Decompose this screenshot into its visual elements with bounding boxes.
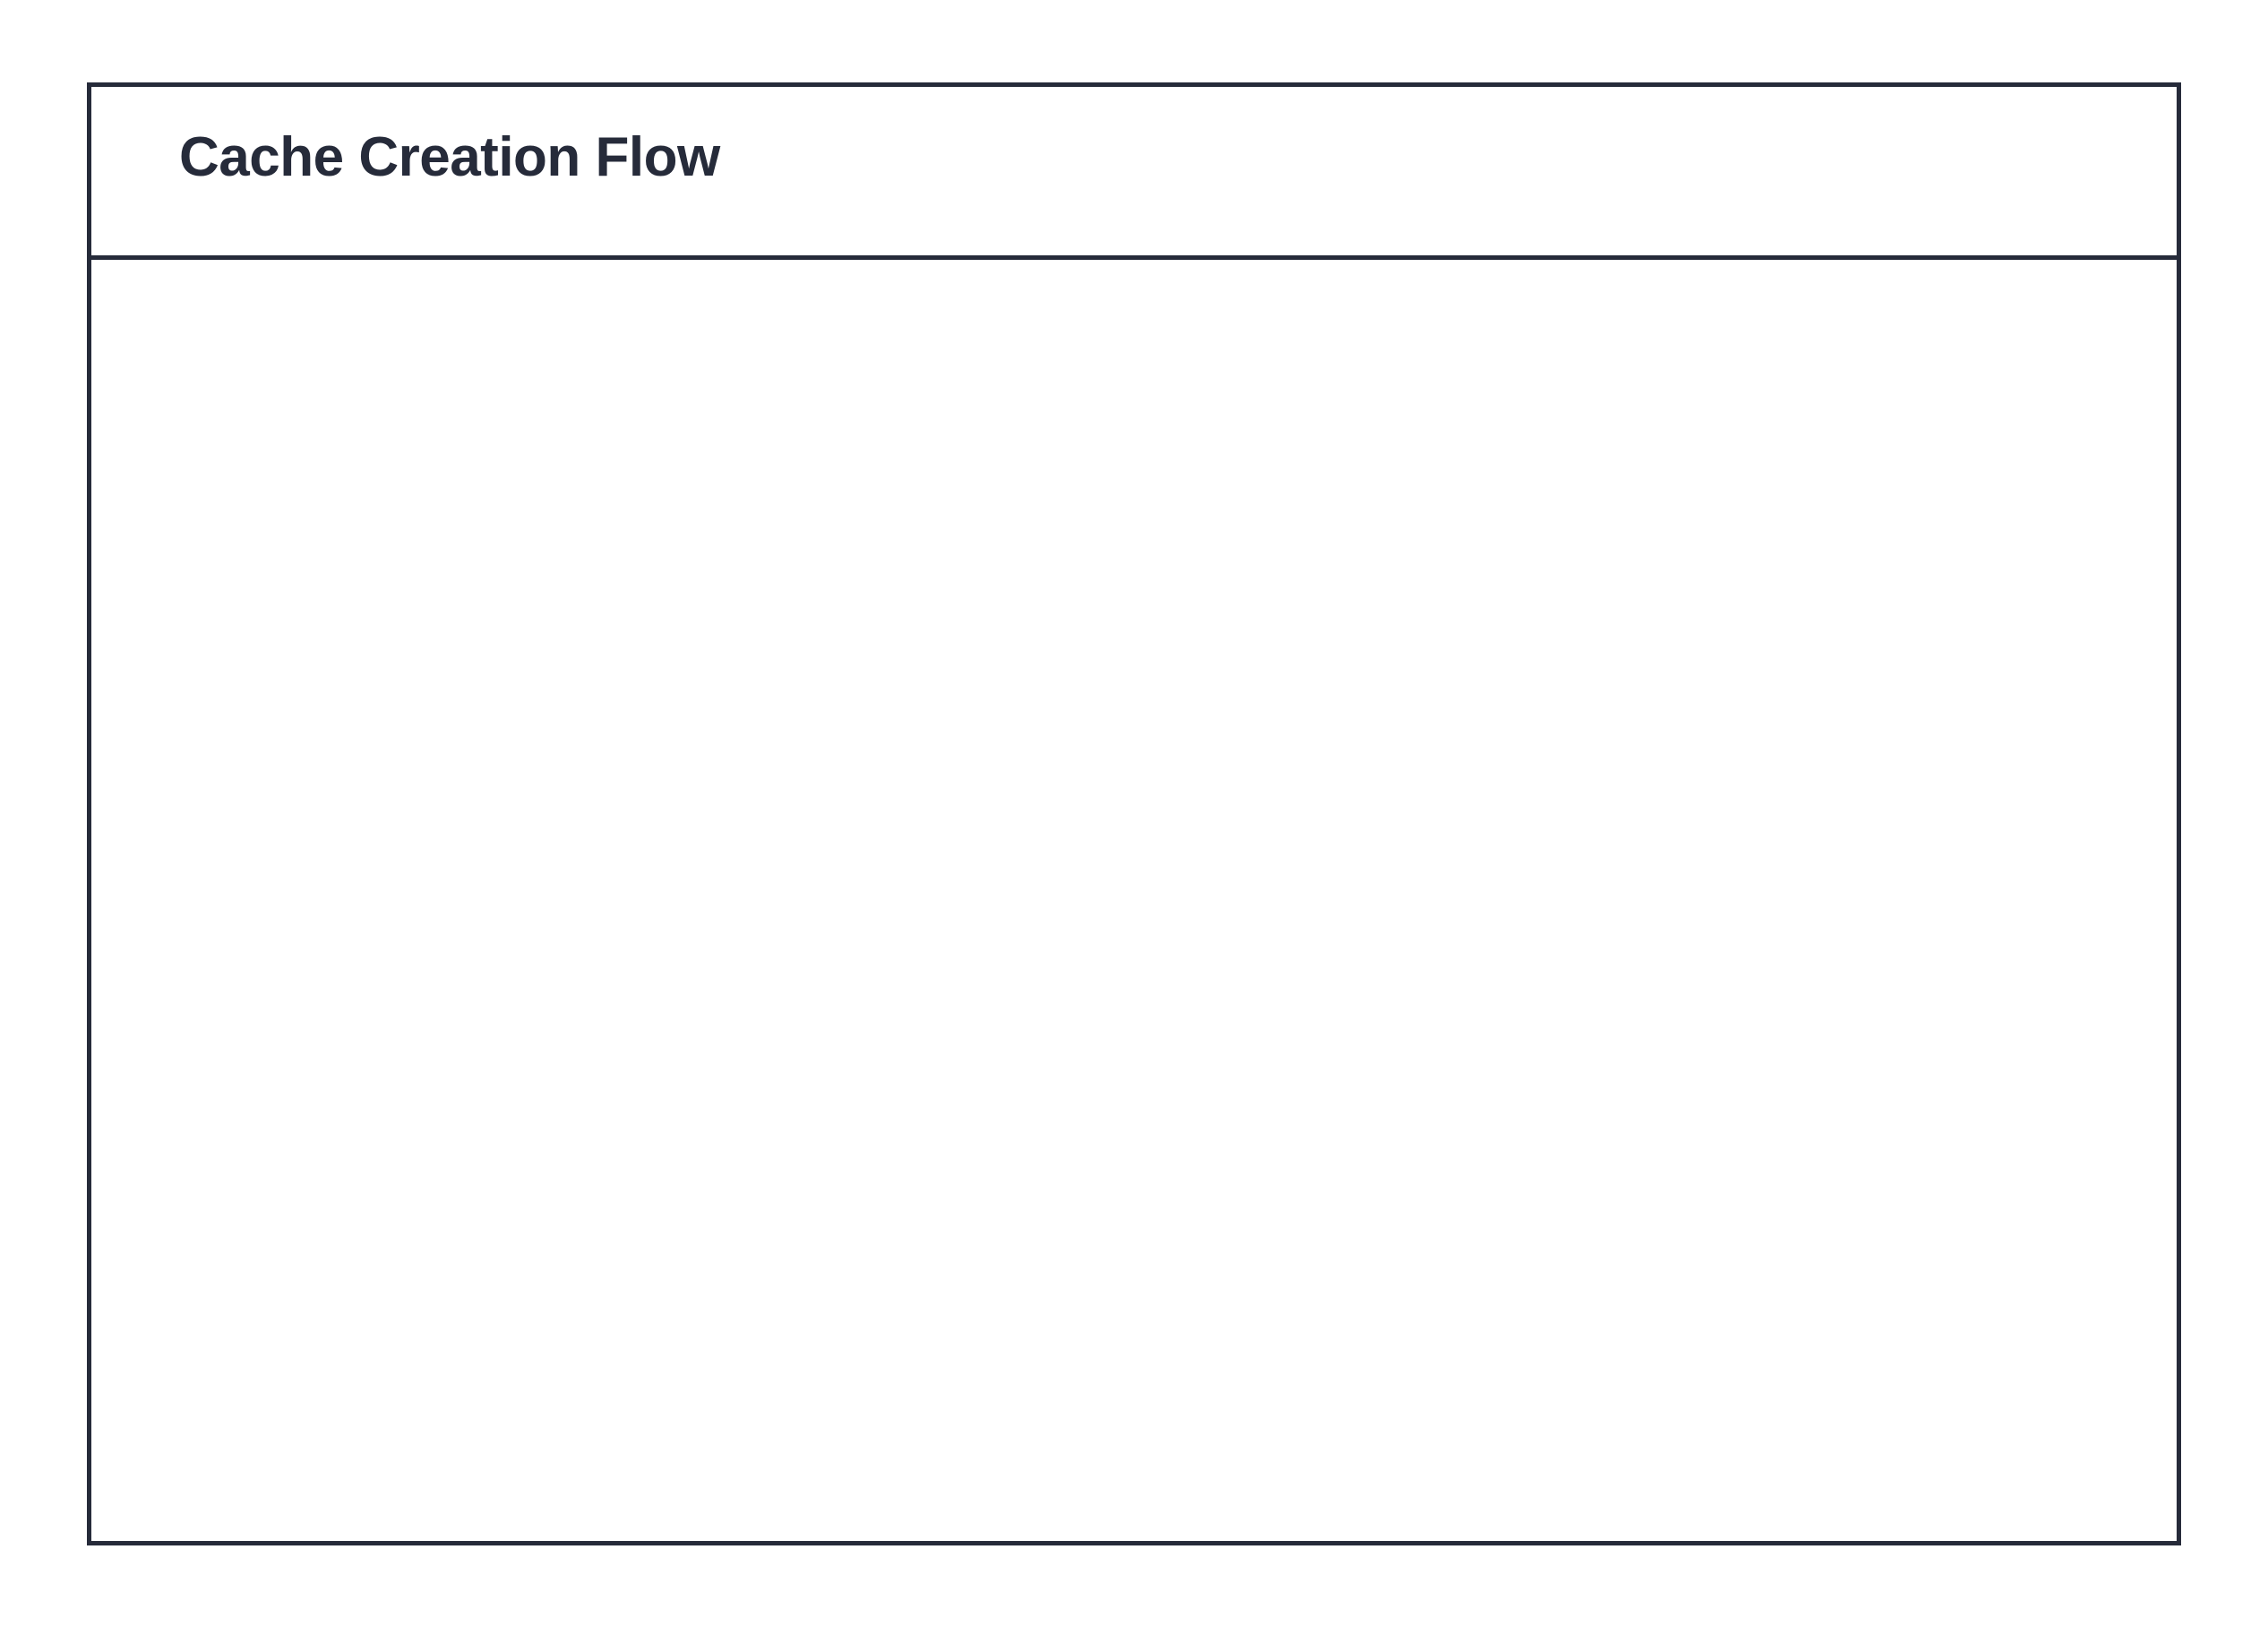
diagram-frame-header [87,82,2181,260]
page-title: Cache Creation Flow [179,126,720,188]
diagram-frame [87,82,2181,1545]
